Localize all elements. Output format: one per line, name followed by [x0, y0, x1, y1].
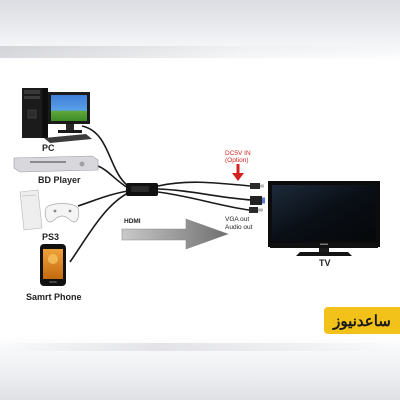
- device-cables: [69, 125, 129, 263]
- bd-cable: [97, 165, 129, 189]
- ps3-console: [19, 189, 43, 231]
- pc-label: PC: [42, 143, 55, 153]
- direction-arrow: [121, 218, 229, 250]
- dc-cable: [157, 181, 251, 187]
- pc-tower: [22, 88, 48, 138]
- output-cables: [157, 181, 253, 211]
- pc-keyboard: [44, 134, 92, 143]
- site-logo-text: ساعدنیوز: [333, 312, 391, 330]
- smart-phone: [40, 244, 66, 286]
- ps3-label: PS3: [42, 232, 60, 242]
- phone-cable: [69, 192, 129, 263]
- dc-in-option-label: (Option): [225, 157, 249, 164]
- vga-cable: [157, 188, 253, 201]
- ps3-controller: [44, 203, 80, 223]
- pc-cable: [81, 125, 129, 187]
- dc-in-red-arrow: [232, 164, 244, 181]
- vga-connector: [250, 196, 265, 205]
- tv-set: [268, 181, 380, 256]
- ps3-cable: [77, 190, 129, 207]
- audio-connector: [249, 207, 263, 213]
- bottom-gradient-band: [0, 335, 400, 400]
- tv-label: TV: [319, 258, 331, 268]
- top-gradient-band: [0, 0, 400, 62]
- vga-out-label: VGA out: [225, 216, 250, 223]
- audio-cable: [157, 191, 250, 211]
- site-logo: ساعدنیوز: [324, 307, 400, 334]
- audio-out-label: Audio out: [225, 224, 253, 231]
- pc-monitor: [48, 92, 90, 133]
- bd-player-label: BD Player: [38, 175, 81, 185]
- dc-in-label: DC5V IN: [225, 150, 251, 157]
- hdmi-label: HDMI: [124, 218, 141, 225]
- phone-label: Samrt Phone: [26, 292, 82, 302]
- dc-connector: [250, 183, 264, 189]
- bd-player-body: [13, 155, 99, 173]
